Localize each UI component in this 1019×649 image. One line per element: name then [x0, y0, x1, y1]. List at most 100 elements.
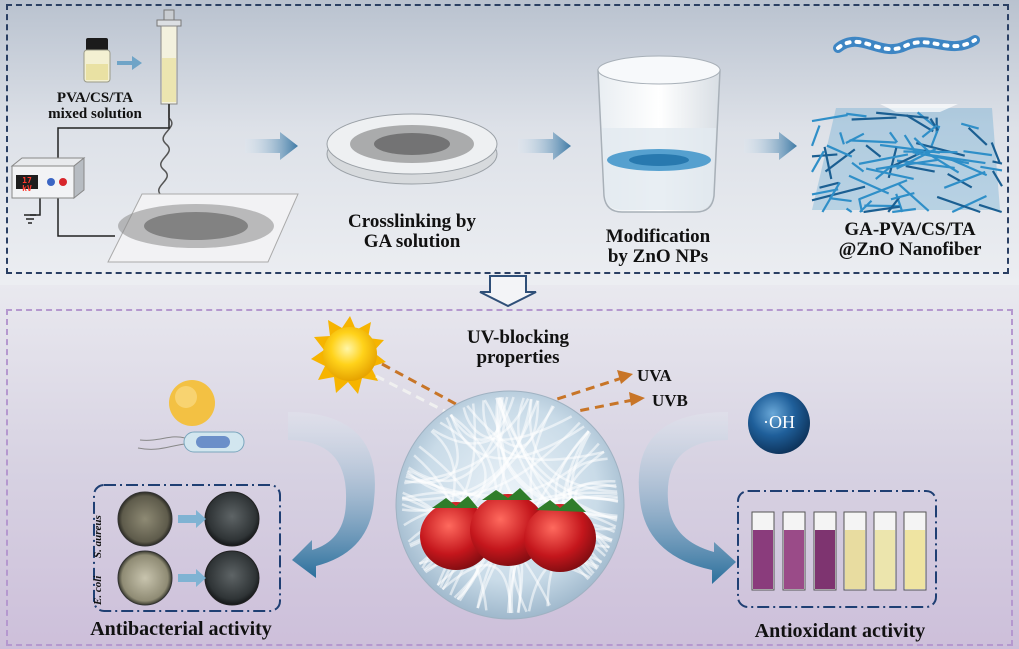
power-supply [10, 156, 86, 200]
flow-arrow-2 [518, 132, 571, 160]
solution-label-line1: PVA/CS/TA [56, 90, 134, 106]
fiber-strand [839, 132, 845, 145]
fiber-strand [858, 179, 908, 201]
nanofiber-strands [810, 111, 1003, 214]
fiber-strand [892, 207, 916, 214]
modification-line2: by ZnO NPs [607, 245, 709, 267]
fiber-strand [943, 170, 986, 189]
fiber-strand [811, 113, 848, 123]
sphere-fiber [404, 397, 506, 485]
fiber-strand [990, 142, 1001, 164]
antioxidant-label: Antioxidant activity [754, 620, 926, 642]
small-arrow [117, 56, 142, 70]
voltage-display: 17 kV [22, 176, 32, 194]
ecoli-icon [137, 431, 245, 453]
antibacterial-label: Antibacterial activity [90, 618, 272, 640]
fiber-strand [936, 195, 981, 214]
sphere-fiber [482, 400, 605, 461]
fiber-strand [905, 164, 935, 173]
hydroxyl-radical-icon [748, 392, 810, 454]
antibacterial-arrow [288, 412, 375, 578]
fiber-strand [980, 165, 1003, 172]
product-line2: @ZnO Nanofiber [838, 238, 982, 260]
collector-plate [107, 193, 299, 263]
fiber-strand [849, 139, 897, 144]
fiber-strand [963, 150, 993, 157]
sphere-fiber [441, 563, 512, 614]
fiber-strand [967, 127, 988, 146]
fiber-strand [905, 114, 934, 133]
fiber-strand [819, 181, 839, 189]
fiber-strand [992, 160, 1003, 165]
fiber-strand [851, 116, 897, 121]
fiber-strand [887, 196, 901, 213]
product-line1: GA-PVA/CS/TA [844, 219, 976, 240]
product-label: GA-PVA/CS/TA @ZnO Nanofiber [812, 220, 1008, 260]
fiber-strand [859, 199, 873, 213]
antioxidant-box [737, 490, 937, 608]
uv-blocking-label: UV-blocking properties [448, 328, 588, 368]
ecoli-dishes [117, 550, 260, 606]
crosslinking-line1: Crosslinking by [348, 211, 476, 232]
fiber-strand [826, 144, 853, 158]
fiber-strand [829, 197, 852, 203]
fiber-strand [863, 205, 900, 214]
fiber-strand [978, 203, 1003, 214]
crosslinking-line2: GA solution [363, 230, 461, 252]
fabrication-frame [6, 4, 1009, 274]
fiber-strand [915, 141, 966, 157]
crosslinking-label: Crosslinking by GA solution [322, 212, 502, 252]
fiber-strand [896, 148, 937, 170]
down-arrow [479, 275, 537, 308]
sphere-fiber [408, 396, 509, 483]
syringe [156, 9, 182, 118]
saureus-label: S. aureus [92, 515, 104, 558]
fiber-strand [876, 111, 929, 119]
modification-line1: Modification [605, 226, 711, 247]
sphere-fiber [431, 397, 530, 445]
sun-icon [311, 316, 386, 394]
petri-dish [326, 113, 498, 185]
antibacterial-box [93, 484, 281, 612]
fiber-strand [858, 153, 909, 165]
fiber-strand [896, 159, 955, 170]
fiber-strand [875, 164, 900, 171]
fiber-strand [811, 150, 825, 173]
fiber-strand [846, 112, 867, 118]
fiber-strand [921, 124, 938, 138]
electrospinning-jet [158, 117, 173, 197]
flow-arrow-1 [245, 132, 298, 160]
strawberries [420, 488, 596, 572]
fiber-strand [991, 170, 1003, 187]
fiber-strand [912, 151, 970, 165]
fiber-strand [865, 167, 914, 181]
solution-vial [83, 38, 111, 83]
fiber-strand [865, 144, 882, 158]
fiber-strand [929, 118, 939, 132]
fiber-strand [889, 131, 899, 144]
sphere-fiber [449, 396, 515, 441]
uv-blocking-line2: properties [476, 346, 560, 368]
fiber-strand [848, 174, 890, 195]
fiber-strand [811, 188, 839, 196]
saureus-dishes [117, 491, 260, 547]
solution-label-line2: mixed solution [48, 105, 142, 122]
flow-arrow-3 [744, 132, 797, 160]
uv-blocking-line1: UV-blocking [466, 327, 570, 348]
sphere-fiber [528, 398, 618, 493]
properties-frame [6, 309, 1013, 646]
fiber-strand [824, 148, 856, 173]
modification-label: Modification by ZnO NPs [578, 227, 738, 267]
fiber-strand [821, 181, 841, 213]
fiber-strand [913, 137, 930, 153]
fiber-strand [810, 125, 821, 147]
sphere-fiber [402, 398, 533, 501]
beaker [597, 55, 721, 213]
cuvettes [751, 511, 927, 591]
ecoli-label: E. coli [92, 575, 104, 605]
fiber-strand [845, 207, 853, 213]
fiber-strand [951, 195, 987, 213]
fiber-strand [851, 161, 865, 173]
sphere-fiber [450, 413, 585, 460]
